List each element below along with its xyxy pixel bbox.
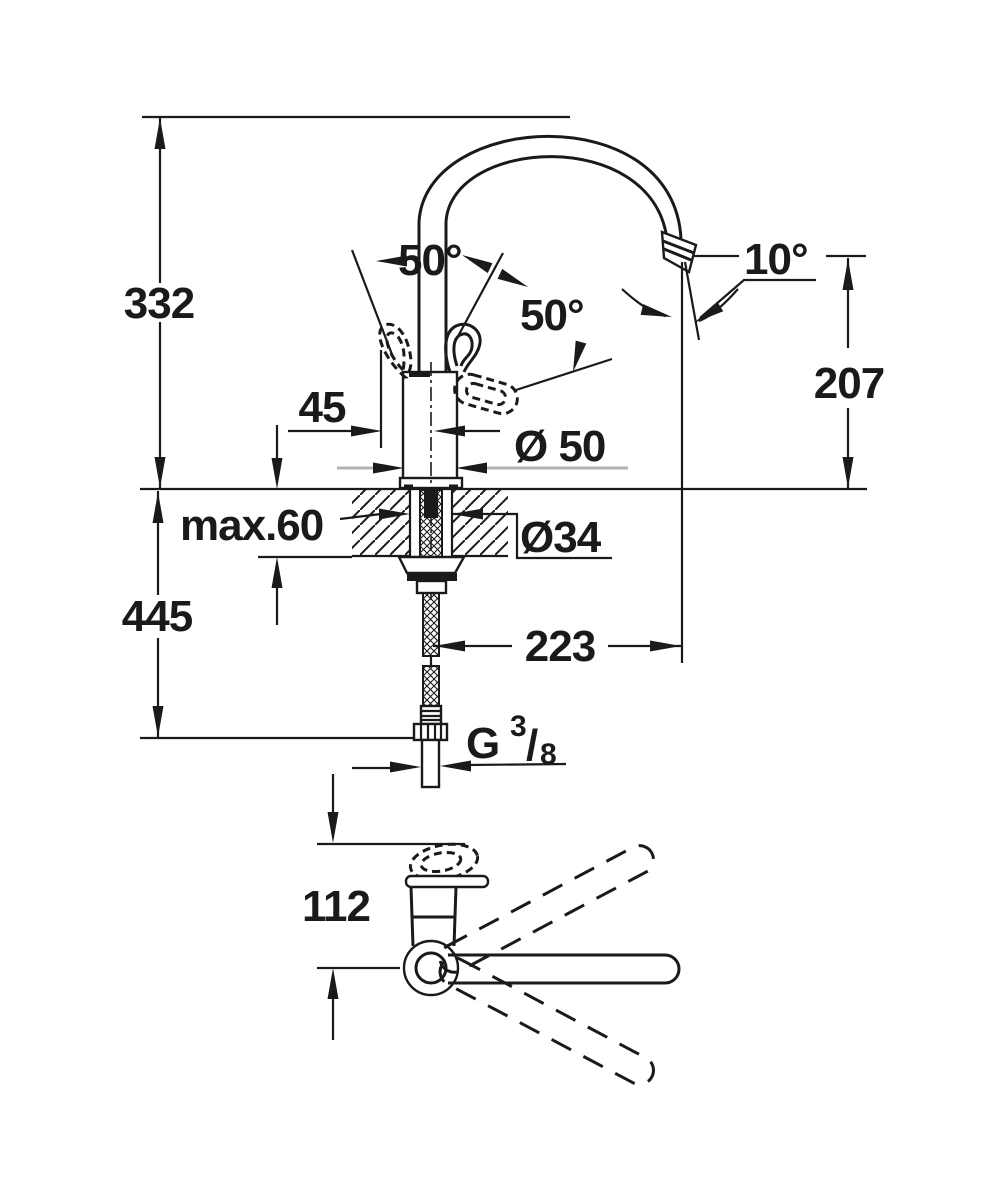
dimension-10deg: 10° bbox=[621, 235, 866, 328]
dimension-dia34: Ø34 bbox=[452, 508, 612, 562]
hose-collar bbox=[419, 704, 443, 726]
front-view: 332 445 max.60 Ø34 Ø bbox=[122, 115, 885, 789]
dim-handle-offset-label: 45 bbox=[299, 383, 346, 432]
dim-outlet-height-label: 207 bbox=[814, 359, 884, 408]
handle-positions bbox=[378, 322, 519, 416]
dim-base-diameter-label: Ø 50 bbox=[514, 422, 605, 471]
dimension-max60: max.60 bbox=[180, 425, 410, 625]
dimension-50deg-right: 50° bbox=[515, 291, 613, 392]
dimension-445: 445 bbox=[122, 491, 194, 737]
dim-overall-height-label: 332 bbox=[124, 279, 194, 328]
dim-hole-diameter-label: Ø34 bbox=[520, 513, 602, 562]
top-view-handle bbox=[404, 842, 490, 889]
dim-handle-angle-right-label: 50° bbox=[520, 291, 584, 340]
top-view-spout-positions bbox=[438, 844, 681, 1086]
handle-tilted-right bbox=[453, 372, 519, 416]
dimension-332: 332 bbox=[124, 117, 195, 489]
dim-max-thickness-label: max.60 bbox=[180, 501, 323, 550]
dimension-207: 207 bbox=[814, 258, 885, 488]
handle-neutral bbox=[444, 322, 482, 373]
reference-lines bbox=[140, 115, 867, 740]
faucet-body bbox=[398, 362, 464, 600]
dim-below-height-label: 445 bbox=[122, 592, 193, 641]
supply-and-mounting bbox=[397, 489, 467, 789]
dimension-dia50: Ø 50 bbox=[337, 422, 628, 474]
dim-outlet-angle-label: 10° bbox=[744, 235, 808, 284]
dimension-45: 45 bbox=[288, 350, 500, 448]
dim-spout-reach-label: 223 bbox=[525, 622, 595, 671]
dim-top-view-depth-label: 112 bbox=[302, 882, 370, 931]
handle-tilted-left bbox=[378, 322, 413, 380]
countertop-section bbox=[352, 490, 508, 558]
dim-thread-label: G 3 / 8 bbox=[466, 710, 556, 771]
dimension-50deg-left: 50° bbox=[350, 236, 531, 358]
top-view: 112 bbox=[302, 774, 681, 1086]
dim-handle-angle-left-label: 50° bbox=[398, 236, 462, 285]
spout bbox=[417, 135, 701, 663]
dimension-223: 223 bbox=[433, 622, 681, 671]
dimension-g38: G 3 / 8 bbox=[352, 710, 567, 773]
spout-outlet bbox=[660, 230, 698, 274]
dimension-112: 112 bbox=[302, 774, 371, 1040]
g38-nut bbox=[412, 722, 449, 742]
top-view-body bbox=[402, 886, 460, 997]
